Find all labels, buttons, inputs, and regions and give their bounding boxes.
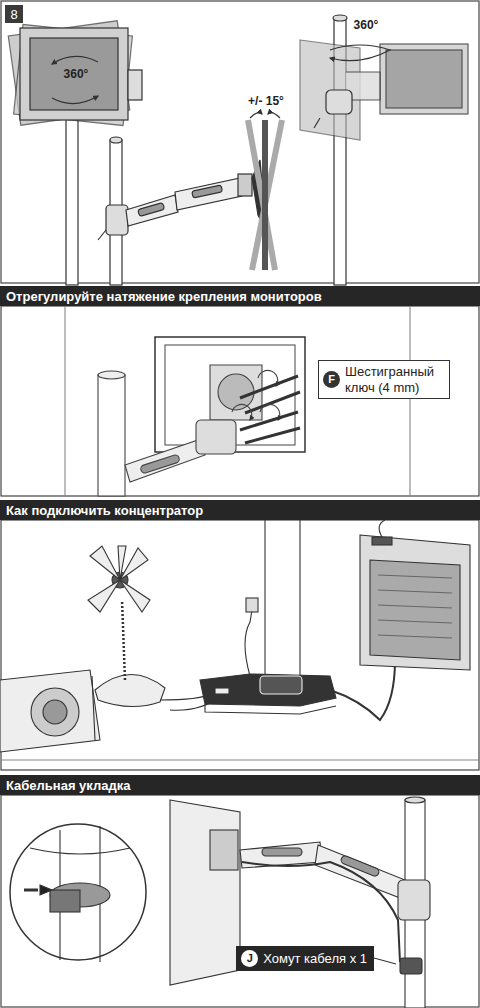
section-header: Отрегулируйте натяжение крепления монито… [0,286,480,306]
callout-letter: J [241,950,258,967]
label-text: Хомут кабеля x 1 [263,951,367,967]
label-text: Отрегулируйте натяжение крепления монито… [6,289,322,304]
section-header: Кабельная укладка [0,775,480,795]
panel-frame [1,306,479,496]
label-text: 8 [10,7,17,22]
angle-label: 360° [62,67,91,81]
label-text: J [247,952,253,965]
rotation-view [8,21,142,285]
step-number: 8 [5,5,23,23]
angle-label: 360° [354,18,379,32]
tension-view [65,306,410,496]
arm-side-view [98,113,282,285]
tool-callout: Шестигранный ключ (4 mm) F [318,360,450,399]
part-callout: Хомут кабеля x 1 J [236,946,374,971]
section-header: Как подключить концентратор [0,500,480,520]
swivel-view [300,15,468,285]
angle-label: +/- 15° [248,94,284,108]
cable-view [10,797,430,1008]
panel-frame [1,795,479,1007]
callout-letter: F [323,371,340,388]
label-text: Кабельная укладка [6,778,130,793]
label-text: Как подключить концентратор [6,503,203,518]
hub-view [0,520,480,760]
label-text: F [328,373,335,386]
label-text: Шестигранный ключ (4 mm) [345,364,443,395]
panel-frame [1,520,479,770]
